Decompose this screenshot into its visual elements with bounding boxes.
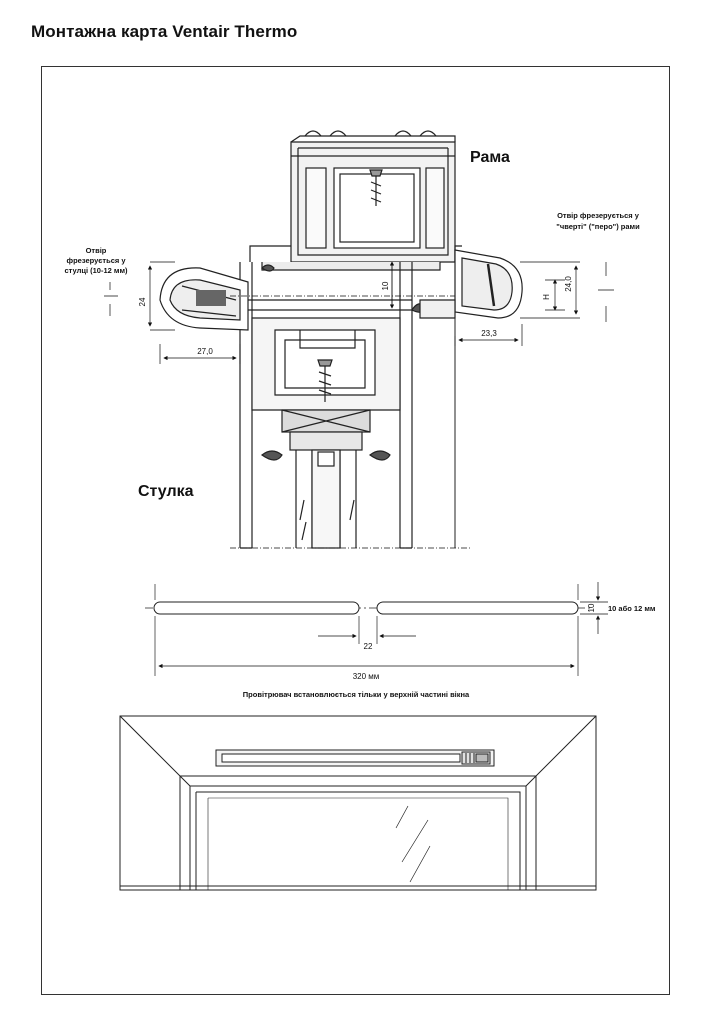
- slot-thickness-label: 10: [587, 603, 596, 612]
- vent-outer: [419, 249, 523, 319]
- page-title: Монтажна карта Ventair Thermo: [31, 22, 298, 41]
- frame-label: Рама: [470, 149, 510, 166]
- right-note-line-2: "чверті" ("перо") рами: [556, 222, 640, 231]
- right-note-line-1: Отвір фрезерується у: [557, 211, 640, 220]
- dim-right-height: 24,0: [564, 276, 573, 292]
- slot-left: [153, 601, 360, 615]
- right-milling-note: Отвір фрезерується у "чверті" ("перо") р…: [556, 211, 640, 231]
- install-note: Провітрювач встановлюється тільки у верх…: [243, 690, 470, 699]
- dim-right-h: H: [542, 294, 551, 300]
- slot-total-label: 320 мм: [353, 672, 380, 681]
- dim-center-gap: 10: [381, 281, 390, 290]
- slot-gap-label: 22: [364, 642, 373, 651]
- profile-section: [159, 130, 523, 549]
- sash-profile: [239, 262, 427, 549]
- slot-dimensions: [158, 582, 608, 669]
- sash-label: Стулка: [138, 483, 194, 500]
- vent-inner: [159, 267, 249, 331]
- dim-left-height: 24: [138, 297, 147, 306]
- window-perspective: [119, 715, 597, 891]
- left-milling-note: Отвір фрезерується у стулці (10-12 мм): [64, 246, 128, 275]
- left-note-line-1: Отвір: [86, 246, 107, 255]
- left-note-line-3: стулці (10-12 мм): [64, 266, 128, 275]
- frame-profile: [249, 130, 462, 271]
- drawing-border: [41, 66, 670, 995]
- slot-right: [376, 601, 579, 615]
- left-note-line-2: фрезерується у: [67, 256, 127, 265]
- slot-drawing: [145, 584, 590, 676]
- section-dimensions: [104, 261, 614, 549]
- dim-right-width: 23,3: [481, 329, 497, 338]
- slot-thickness-note: 10 або 12 мм: [608, 604, 656, 613]
- dim-left-width: 27,0: [197, 347, 213, 356]
